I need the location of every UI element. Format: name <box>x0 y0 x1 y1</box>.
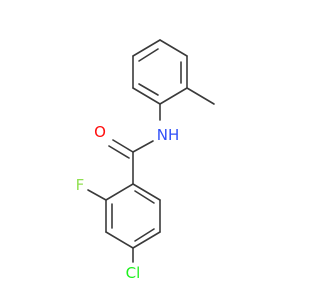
bond <box>105 231 134 249</box>
molecule-structure: NH O F Cl <box>76 39 215 282</box>
methyl-bond <box>186 87 215 105</box>
carbonyl-bond <box>112 139 134 153</box>
nitrogen-label: NH <box>157 126 180 144</box>
double-bond-inner <box>138 83 159 96</box>
halobenzene-ring <box>105 183 161 249</box>
tolyl-ring <box>132 39 188 105</box>
bond-c-f <box>87 189 107 201</box>
double-bond-inner <box>134 190 155 204</box>
chlorine-label: Cl <box>126 264 141 282</box>
fluorine-label: F <box>76 176 85 194</box>
double-bond-inner <box>138 48 159 62</box>
bond <box>132 39 161 57</box>
oxygen-label: O <box>94 123 106 141</box>
bond <box>159 87 188 105</box>
bond <box>132 87 161 105</box>
carbonyl-bond <box>108 145 130 159</box>
bond <box>159 39 188 57</box>
bond <box>105 183 134 201</box>
bond <box>132 231 161 249</box>
double-bond-inner <box>134 228 155 242</box>
bond-n-carbonyl <box>132 140 154 153</box>
bond <box>132 183 161 201</box>
